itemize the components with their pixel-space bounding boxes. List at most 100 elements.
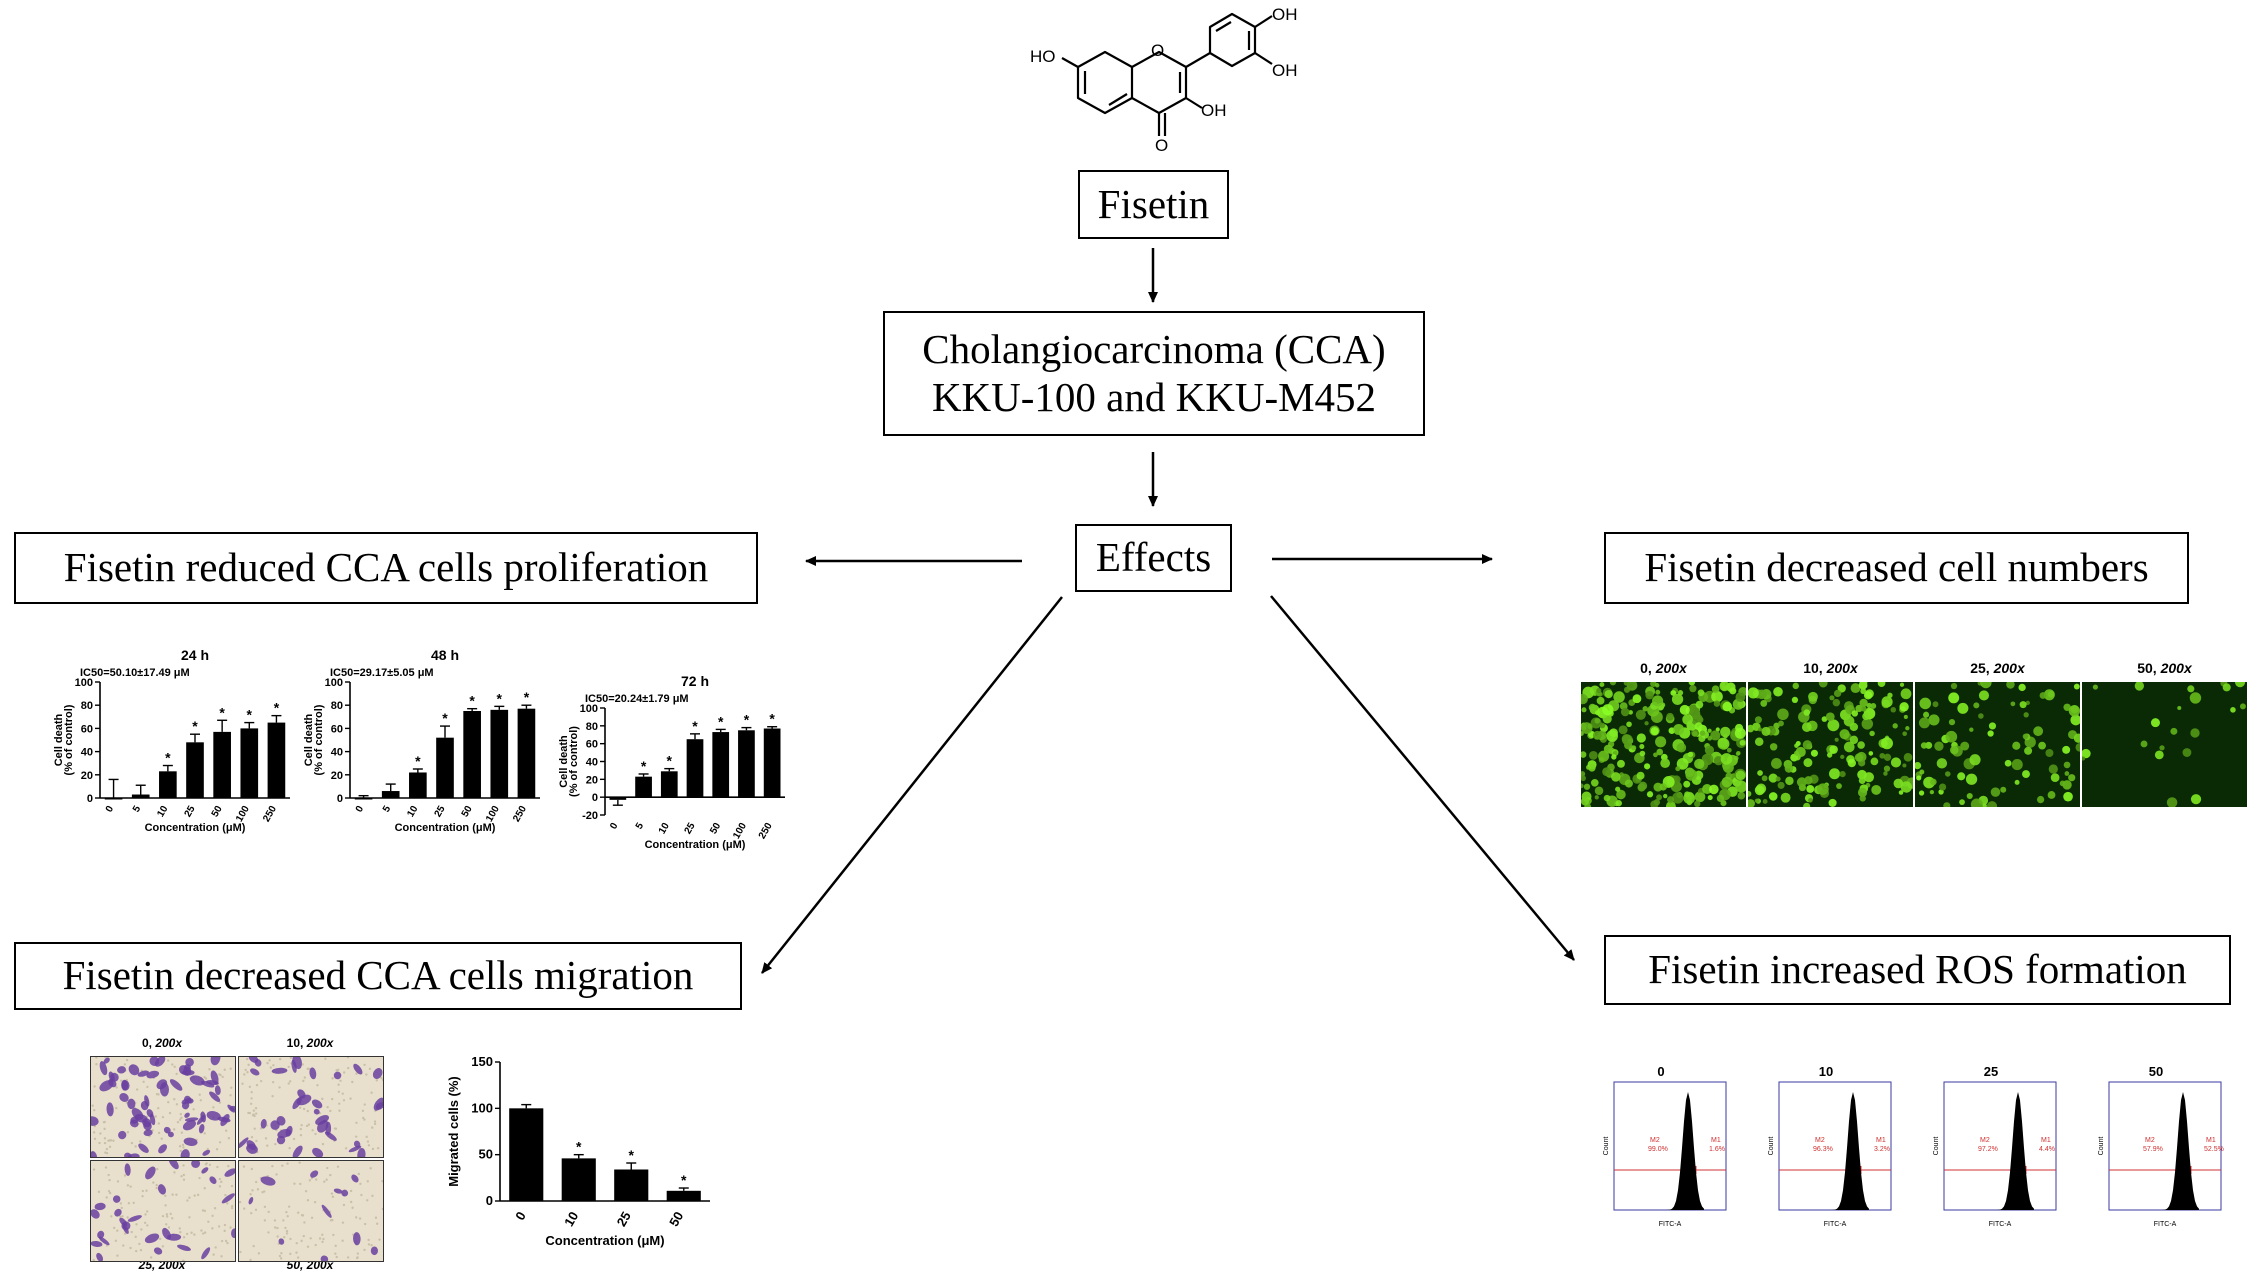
membrane-pore — [349, 1189, 353, 1193]
migrated-cell — [320, 1255, 329, 1261]
fluorescent-cell — [1655, 689, 1661, 695]
membrane-pore — [157, 1131, 161, 1135]
fluorescent-cell — [1957, 702, 1969, 714]
fluorescent-cell — [1754, 798, 1759, 803]
membrane-pore — [224, 1129, 228, 1132]
fluorescent-cell — [1929, 790, 1935, 795]
fluorescent-cell — [1602, 767, 1612, 777]
membrane-pore — [307, 1123, 311, 1126]
fluorescent-cell — [1918, 790, 1925, 796]
fluorescent-cell — [1694, 758, 1705, 770]
fluorescent-cell — [1944, 771, 1951, 777]
fluorescent-cell — [1869, 730, 1875, 737]
fluorescent-cell — [2082, 756, 2086, 761]
migrated-cell — [153, 1247, 163, 1255]
migrated-cell — [99, 1061, 108, 1076]
fluorescent-cell — [1988, 722, 1997, 730]
fluorescent-cell — [2068, 774, 2076, 782]
fluorescent-cell — [1707, 728, 1712, 733]
bar — [463, 711, 481, 798]
migrated-cell — [177, 1244, 191, 1251]
membrane-pore — [109, 1139, 113, 1142]
membrane-pore — [218, 1101, 222, 1104]
fluorescent-cell — [1959, 799, 1965, 806]
membrane-pore — [358, 1217, 362, 1220]
membrane-pore — [178, 1227, 181, 1230]
y-axis-label: Cell death — [53, 713, 65, 766]
fluorescent-cell — [1659, 783, 1667, 791]
fluorescent-cell — [1656, 794, 1663, 801]
fluorescent-cell — [1794, 750, 1800, 756]
migrated-cell — [138, 1143, 149, 1153]
membrane-pore — [337, 1090, 341, 1093]
membrane-pore — [146, 1085, 149, 1089]
fluorescent-cell — [1615, 800, 1622, 807]
bar — [131, 794, 150, 798]
fluorescent-cell — [1923, 711, 1930, 718]
membrane-pore — [115, 1086, 118, 1089]
migrated-cell — [341, 1189, 349, 1197]
membrane-pore — [349, 1200, 353, 1204]
fluorescent-cell — [1639, 750, 1646, 757]
migrated-cell — [157, 1184, 167, 1195]
membrane-pore — [112, 1139, 115, 1142]
fluorescent-cell — [1950, 745, 1959, 755]
migrated-cell — [106, 1102, 114, 1117]
fluorescent-cell — [1919, 697, 1932, 710]
migrated-cell — [149, 1113, 156, 1126]
membrane-pore — [305, 1124, 309, 1128]
migrated-cell — [250, 1068, 260, 1076]
membrane-pore — [363, 1248, 366, 1252]
membrane-pore — [341, 1239, 344, 1242]
fluorescent-cell — [1581, 797, 1590, 806]
fluorescent-cell — [2230, 707, 2236, 713]
membrane-pore — [220, 1239, 224, 1243]
migrated-cell — [375, 1102, 383, 1110]
chart-subtitle: IC50=20.24±1.79 μM — [585, 693, 689, 705]
fluorescent-cell — [1592, 730, 1602, 740]
fluorescent-cell — [1871, 784, 1882, 795]
membrane-pore — [142, 1080, 145, 1084]
fluorescence-label: 25, 200x — [1915, 660, 2080, 676]
fluorescent-cell — [1588, 750, 1598, 760]
fluorescent-cell — [1754, 737, 1764, 747]
migration-image — [238, 1160, 384, 1262]
significance-mark: * — [219, 704, 225, 720]
fluorescent-cell — [1773, 686, 1783, 697]
fluorescent-cell — [2019, 701, 2027, 709]
membrane-pore — [224, 1193, 227, 1197]
membrane-pore — [259, 1079, 263, 1083]
fluorescent-cell — [1930, 778, 1937, 786]
membrane-pore — [172, 1128, 176, 1131]
membrane-pore — [165, 1213, 169, 1216]
y-tick-label: 100 — [325, 677, 343, 689]
membrane-pore — [351, 1206, 354, 1209]
membrane-pore — [152, 1181, 155, 1184]
membrane-pore — [369, 1167, 372, 1170]
membrane-pore — [182, 1178, 186, 1181]
membrane-pore — [266, 1061, 269, 1065]
fluorescent-cell — [1735, 770, 1746, 780]
membrane-pore — [126, 1184, 130, 1187]
fluorescent-cell — [1794, 743, 1799, 748]
membrane-pore — [188, 1216, 191, 1219]
membrane-pore — [346, 1066, 350, 1070]
membrane-pore — [285, 1229, 289, 1233]
membrane-pore — [119, 1215, 122, 1218]
y-axis-label: (% of control) — [568, 726, 580, 797]
fluorescent-cell — [1596, 688, 1602, 694]
membrane-pore — [123, 1174, 127, 1177]
fluorescent-cell — [1840, 754, 1845, 760]
membrane-pore — [180, 1175, 183, 1178]
molecule-label-ring-o: O — [1151, 41, 1164, 60]
membrane-pore — [250, 1167, 254, 1171]
fluorescent-cell — [2033, 726, 2044, 737]
migrated-cell — [137, 1070, 150, 1077]
fluorescent-cell — [1655, 736, 1667, 748]
histogram-peak — [2161, 1092, 2199, 1210]
membrane-pore — [141, 1194, 144, 1198]
fluorescent-cell — [2039, 692, 2047, 699]
membrane-pore — [220, 1180, 223, 1184]
membrane-pore — [181, 1143, 185, 1147]
fluorescent-cell — [1588, 703, 1597, 712]
